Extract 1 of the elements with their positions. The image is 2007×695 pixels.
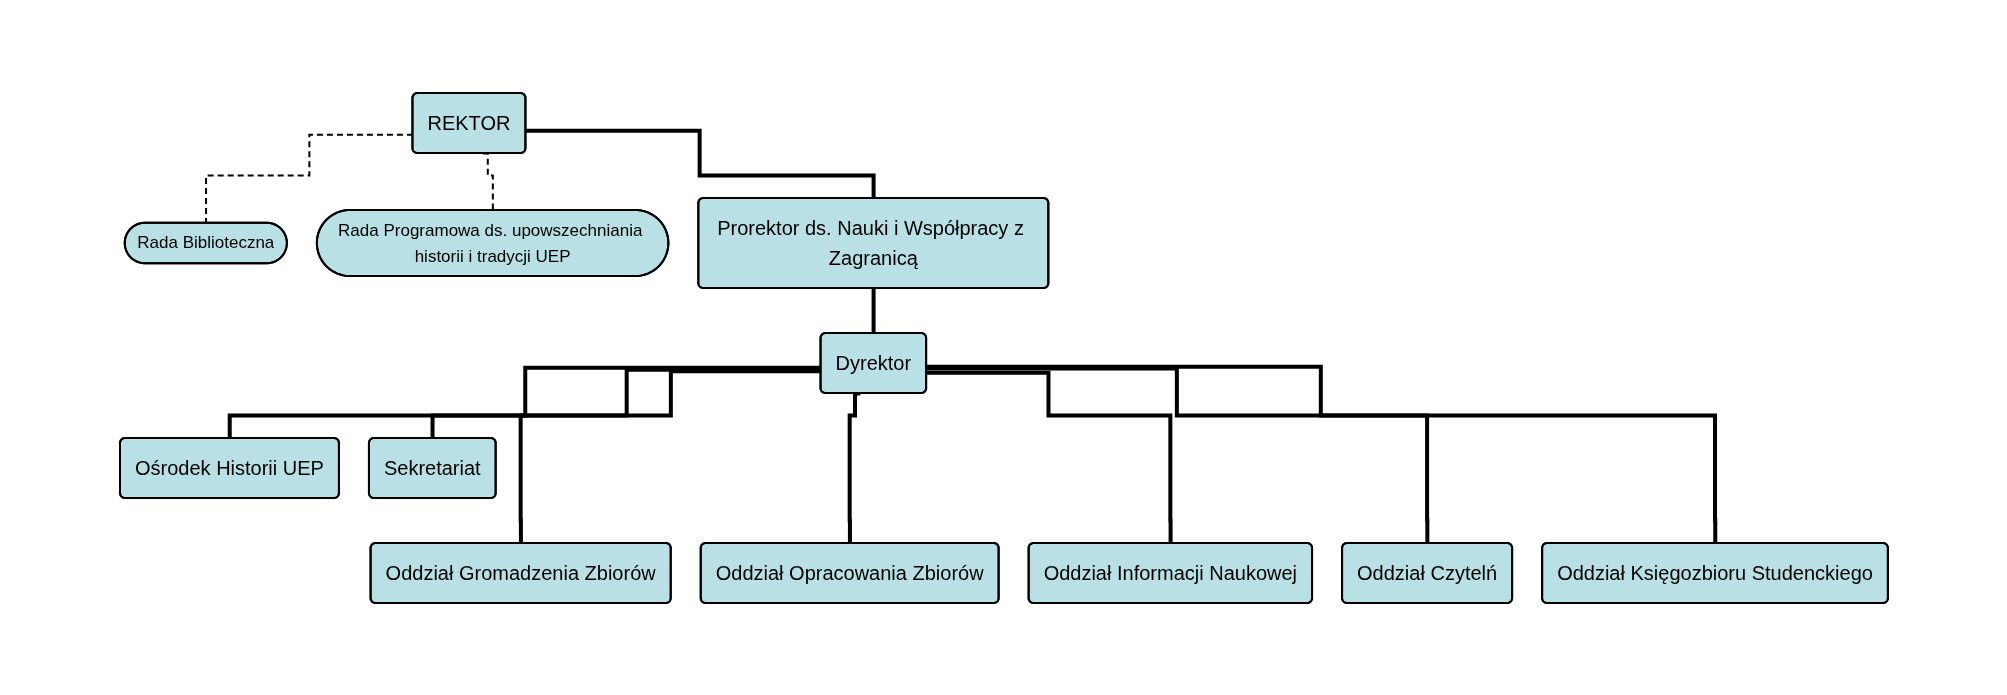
connector <box>481 152 494 211</box>
